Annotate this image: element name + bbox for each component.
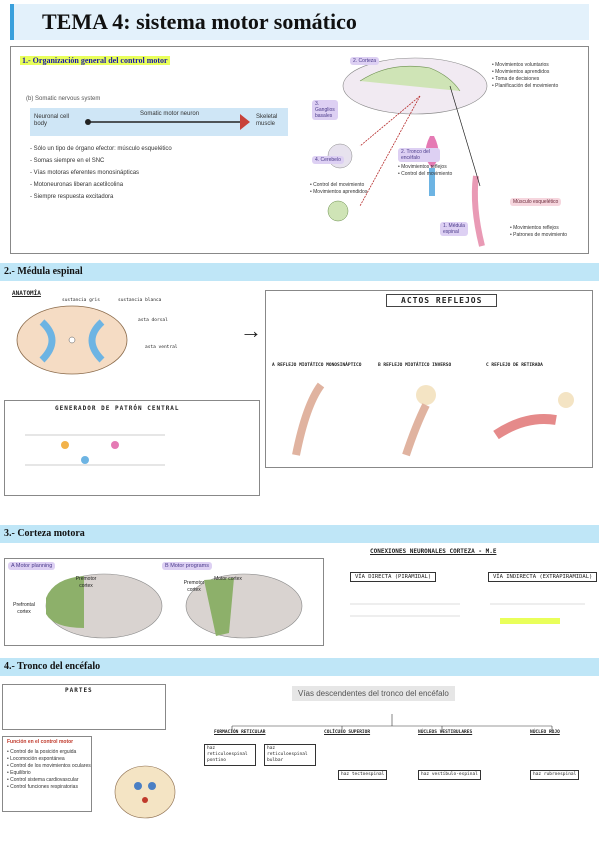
musculo-label: Músculo esquelético — [510, 198, 562, 206]
blanca-label: sustancia blanca — [118, 298, 162, 303]
reflejo-1-title: A REFLEJO MIOTÁTICO MONOSINÁPTICO — [272, 363, 362, 368]
haz-pontino-box: haz reticuloespinal pontino — [204, 744, 256, 766]
section-2-bar: 2.- Médula espinal — [0, 263, 599, 281]
prefrontal-label: Prefrontal cortex — [13, 602, 35, 615]
muscle-label: Skeletal muscle — [256, 114, 278, 127]
motor-programs-label: B Motor programs — [162, 562, 213, 570]
list-item: Movimientos voluntarios — [492, 62, 558, 69]
list-item: Sólo un tipo de órgano efector: músculo … — [30, 143, 172, 155]
vias-tree-lines — [231, 714, 553, 732]
ganglios-label: 3. Ganglios basales — [312, 100, 338, 120]
page-title: TEMA 4: sistema motor somático — [42, 9, 357, 34]
list-item: Control del movimiento — [398, 171, 452, 178]
list-item: Patrones de movimiento — [510, 232, 567, 239]
list-item: Control sistema cardiovascular — [7, 777, 91, 784]
list-item: Movimientos aprendidos — [310, 189, 367, 196]
funcion-panel: Función en el control motor Control de l… — [2, 736, 92, 812]
motor-planning-label: A Motor planning — [8, 562, 56, 570]
list-item: Siempre respuesta excitadora — [30, 191, 172, 203]
actos-panel: ACTOS REFLEJOS A REFLEJO MIOTÁTICO MONOS… — [265, 290, 593, 468]
list-item: Movimientos reflejos — [398, 164, 452, 171]
title-bar: TEMA 4: sistema motor somático — [10, 4, 589, 40]
nervous-system-caption: (b) Somatic nervous system — [26, 96, 101, 102]
tronco-label: 2. Tronco del encéfalo — [398, 148, 440, 162]
section-3-bar: 3.- Corteza motora — [0, 525, 599, 543]
pattern-generator-diagram — [25, 434, 165, 466]
tronco-notes: Movimientos reflejos Control del movimie… — [398, 164, 452, 178]
partes-panel: PARTES — [2, 684, 166, 730]
haz-vestibulo-box: haz vestíbulo-espinal — [418, 770, 481, 780]
section-2-heading: 2.- Médula espinal — [4, 266, 83, 277]
coliculo-label: COLÍCULO SUPERIOR — [324, 730, 371, 735]
nucleos-label: NÚCLEOS VESTIBULARES — [418, 730, 473, 735]
medula-notes: Movimientos reflejos Patrones de movimie… — [510, 225, 567, 239]
brainstem-diagram — [114, 765, 176, 819]
ventral-label: asta ventral — [145, 345, 178, 350]
haz-tecto-box: haz tectoespinal — [338, 770, 388, 780]
neuron-diagram: Neuronal cell body Somatic motor neuron … — [30, 108, 288, 136]
medula-label: 1. Médula espinal — [440, 222, 468, 236]
conexiones-title: CONEXIONES NEURONALES CORTEZA - M.E — [370, 548, 497, 555]
section-4-bar: 4.- Tronco del encéfalo — [0, 658, 599, 676]
section-1-heading: 1.- Organización general del control mot… — [20, 56, 170, 65]
haz-rubro-box: haz rubroespinal — [530, 770, 580, 780]
list-item: Somas siempre en el SNC — [30, 155, 172, 167]
conexiones-lines — [350, 603, 585, 624]
list-item: Control de la posición erguida — [7, 749, 91, 756]
via-indirecta-box: VÍA INDIRECTA (EXTRAPIRAMIDAL) — [488, 572, 598, 582]
reflex-diagrams — [292, 382, 574, 457]
section-3-heading: 3.- Corteza motora — [4, 528, 85, 539]
dorsal-label: asta dorsal — [138, 318, 168, 323]
generador-panel: GENERADOR DE PATRÓN CENTRAL — [4, 400, 260, 496]
list-item: Motoneuronas liberan acetilcolina — [30, 179, 172, 191]
via-directa-box: VÍA DIRECTA (PIRAMIDAL) — [350, 572, 437, 582]
list-item: Toma de decisiones — [492, 76, 558, 83]
funcion-list: Control de la posición erguida Locomoció… — [7, 749, 91, 791]
generador-title: GENERADOR DE PATRÓN CENTRAL — [55, 405, 180, 412]
section-4-heading: 4.- Tronco del encéfalo — [4, 661, 101, 672]
vias-title: Vías descendentes del tronco del encéfal… — [292, 686, 455, 701]
list-item: Movimientos reflejos — [510, 225, 567, 232]
list-item: Planificación del movimiento — [492, 83, 558, 90]
list-item: Equilibrio — [7, 770, 91, 777]
neuron-cell-label: Neuronal cell body — [34, 114, 70, 127]
corteza-notes: Movimientos voluntarios Movimientos apre… — [492, 62, 558, 90]
list-item: Vías motoras eferentes monosinápticas — [30, 167, 172, 179]
gris-label: sustancia gris — [62, 298, 100, 303]
nucleo-rojo-label: NÚCLEO ROJO — [530, 730, 560, 735]
anatomia-label: ANATOMÍA — [12, 290, 41, 297]
motor-cortex-label: Motor cortex — [214, 576, 242, 582]
reflejo-2-title: B REFLEJO MIOTÁTICO INVERSO — [378, 363, 452, 368]
reflejo-3-title: C REFLEJO DE RETIRADA — [486, 363, 543, 368]
list-item: Control funciones respiratorias — [7, 784, 91, 791]
arrow-right-icon: → — [240, 318, 262, 343]
cerebelo-label: 4. Cerebelo — [312, 156, 344, 164]
list-item: Locomoción espontánea — [7, 756, 91, 763]
cerebelo-notes: Control del movimiento Movimientos apren… — [310, 182, 367, 196]
list-item: Control de los movimientos oculares — [7, 763, 91, 770]
premotor-b-label: Premotor cortex — [183, 580, 205, 593]
partes-title: PARTES — [65, 687, 93, 694]
list-item: Control del movimiento — [310, 182, 367, 189]
premotor-label: Premotor cortex — [75, 576, 97, 589]
formacion-label: FORMACIÓN RETICULAR — [214, 730, 266, 735]
corteza-label: 2. Corteza — [350, 57, 380, 65]
motor-neuron-label: Somatic motor neuron — [140, 111, 200, 117]
actos-title: ACTOS REFLEJOS — [386, 294, 498, 307]
funcion-title: Función en el control motor — [7, 739, 74, 745]
haz-bulbar-box: haz reticuloespinal bulbar — [264, 744, 316, 766]
somatic-features-list: Sólo un tipo de órgano efector: músculo … — [30, 143, 172, 203]
list-item: Movimientos aprendidos — [492, 69, 558, 76]
spinal-cord-section — [16, 305, 128, 375]
axon-icon — [85, 114, 250, 130]
brain-diagrams — [45, 573, 303, 639]
